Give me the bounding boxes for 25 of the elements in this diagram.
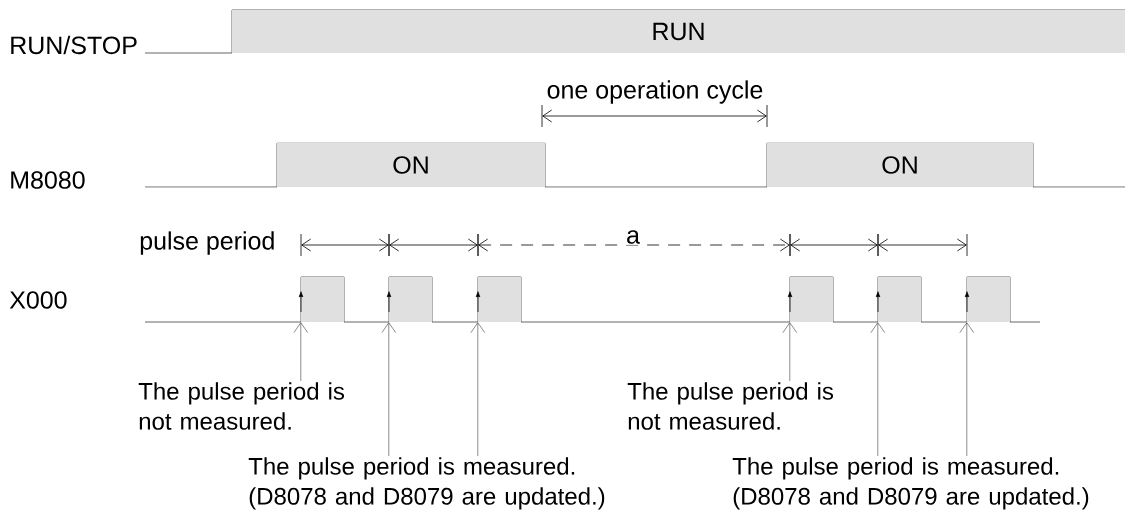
pulse-box: [878, 277, 921, 322]
dimension-label: pulse period: [140, 231, 274, 255]
dimension-label: a: [625, 229, 641, 245]
annotation-text: The pulse period is not measured.: [627, 382, 834, 430]
leader-arrow: [959, 322, 975, 457]
annotation-text: The pulse period is not measured.: [138, 382, 345, 430]
leader-arrow: [870, 322, 886, 457]
annotation-text: The pulse period is measured. (D8078 and D8079 are updated.): [248, 457, 605, 510]
dimension-label: one operation cycle: [547, 80, 763, 104]
pulse-box: [790, 277, 833, 322]
pulse-box: [301, 277, 344, 322]
signal-band: RUN: [232, 10, 1125, 53]
signal-name: RUN/STOP: [11, 35, 137, 55]
signal-name: X000: [9, 291, 67, 309]
annotation-text: The pulse period is measured. (D8078 and D8079 are updated.): [732, 457, 1089, 510]
signal-name: M8080: [11, 171, 85, 189]
leader-arrow: [293, 322, 309, 382]
signal-band: ON: [277, 143, 545, 187]
leader-arrow: [381, 322, 397, 457]
leader-arrow: [470, 322, 486, 457]
pulse-box: [967, 277, 1010, 322]
leader-arrow: [782, 322, 798, 382]
pulse-box: [478, 277, 521, 322]
pulse-box: [389, 277, 432, 322]
signal-band: ON: [767, 143, 1033, 187]
